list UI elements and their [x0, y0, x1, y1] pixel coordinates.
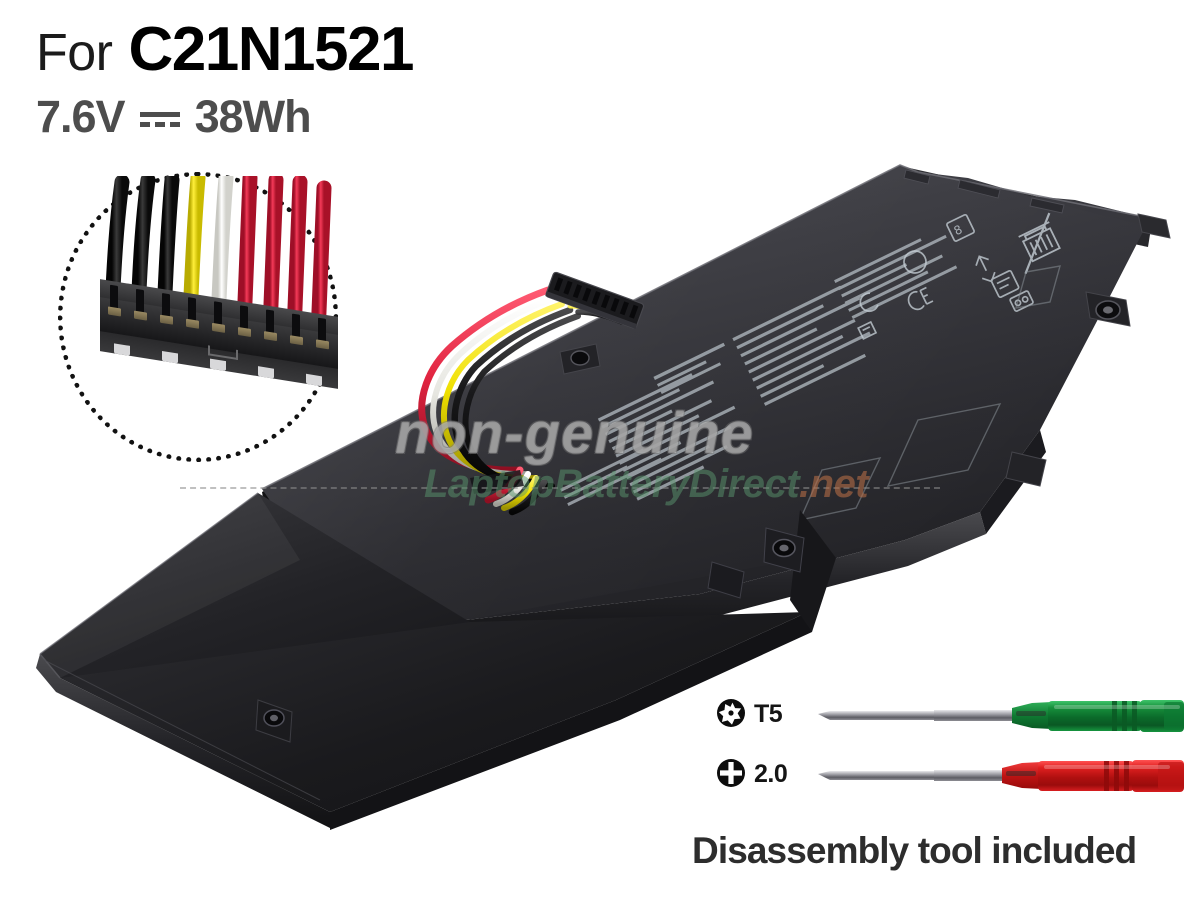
disassembly-tool-caption: Disassembly tool included — [692, 830, 1137, 871]
product-title-line: For C21N1521 — [36, 14, 656, 85]
title-for-label: For — [36, 24, 113, 82]
mounting-tab-main-cell — [255, 699, 293, 743]
watermark-site-url: LaptopBatteryDirect.net — [424, 462, 869, 507]
torx-bit-icon — [716, 698, 746, 728]
capacity-value: 38Wh — [194, 91, 312, 142]
tool-row-torx: T5 — [716, 690, 1186, 750]
battery-connector-plug — [545, 271, 645, 329]
certification-symbols: 8 — [857, 213, 1034, 341]
mounting-tab-center — [763, 527, 805, 573]
direct-current-symbol — [139, 109, 180, 129]
weee-crossed-bin-icon — [1018, 212, 1061, 275]
product-model-number: C21N1521 — [128, 15, 415, 84]
mounting-tab-center-lower — [707, 561, 745, 599]
torx-size-label: T5 — [754, 700, 783, 728]
top-edge-notches — [903, 169, 1065, 214]
watermark-site-tld: .net — [799, 462, 869, 506]
phillips-bit-icon — [716, 758, 746, 788]
svg-text:8: 8 — [952, 222, 965, 238]
disassembly-tools-block: T5 — [716, 690, 1186, 810]
watermark-site-name: LaptopBatteryDirect — [424, 462, 800, 506]
phillips-2-0-screwdriver — [816, 759, 1186, 793]
header-block: For C21N1521 7.6V 38Wh — [36, 14, 656, 143]
connector-closeup-photo — [80, 170, 350, 391]
phillips-size-label: 2.0 — [754, 760, 788, 788]
product-spec-line: 7.6V 38Wh — [36, 91, 656, 143]
watermark-dashed-line — [180, 487, 940, 489]
mounting-tab-label-left — [559, 343, 601, 375]
voltage-value: 7.6V — [36, 91, 126, 142]
torx-t5-screwdriver — [816, 699, 1186, 733]
mounting-tabs-right — [1005, 213, 1171, 487]
watermark-non-genuine: non-genuine — [395, 401, 754, 466]
tool-row-phillips: 2.0 — [716, 750, 1186, 810]
